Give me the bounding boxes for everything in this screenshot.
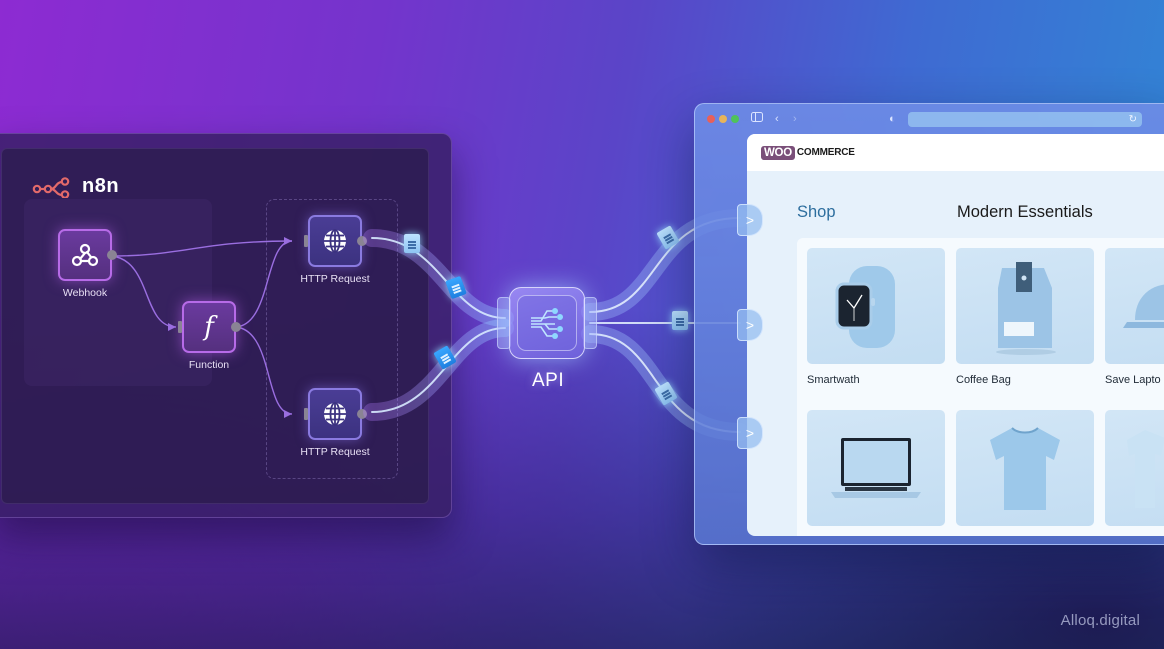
coffee-bag-image: [956, 248, 1094, 364]
webhook-node[interactable]: [58, 229, 117, 281]
product-grid: Smartwath Coffee Bag: [797, 238, 1164, 536]
globe-icon: [324, 402, 346, 426]
flow-endpoint-arrow-3[interactable]: >: [737, 417, 763, 449]
forward-button[interactable]: ›: [793, 113, 797, 125]
function-icon: f: [204, 312, 214, 342]
store-header: WOO COMMERCE: [747, 134, 1164, 171]
document-icon: [656, 225, 680, 250]
t-shirt-image-2: [1105, 410, 1164, 526]
api-label: API: [532, 370, 565, 391]
function-output-port[interactable]: [231, 322, 241, 332]
product-name: Smartwath: [807, 374, 860, 386]
http-request-label-2: HTTP Request: [300, 446, 370, 458]
document-icon: [672, 311, 688, 330]
node-connections: [111, 237, 293, 418]
watermark: Alloq.digital: [1060, 612, 1140, 629]
api-hub-right-connector: [583, 297, 597, 349]
product-card-cap[interactable]: Save Lapto: [1105, 248, 1164, 386]
api-core: [509, 287, 585, 359]
function-label: Function: [188, 359, 230, 371]
function-node[interactable]: f: [178, 301, 241, 353]
browser-window: ‹ › ◐ ↻ WOO COMMERCE Shop Modern Essenti…: [694, 103, 1164, 545]
document-icon: [654, 381, 678, 406]
api-hub: [497, 287, 597, 359]
document-icon: [404, 234, 420, 253]
http2-output-port[interactable]: [357, 409, 367, 419]
http-request-node-1[interactable]: [304, 215, 367, 267]
product-card-laptop[interactable]: [807, 410, 945, 526]
product-card-smartwatch[interactable]: Smartwath: [807, 248, 945, 386]
section-title: Modern Essentials: [957, 203, 1093, 221]
reload-icon[interactable]: ↻: [1128, 114, 1137, 125]
flow-endpoint-arrow-2[interactable]: >: [737, 309, 763, 341]
product-card-coffee-bag[interactable]: Coffee Bag: [956, 248, 1094, 386]
n8n-logo-text: n8n: [82, 175, 120, 197]
woocommerce-page: WOO COMMERCE Shop Modern Essentials Sm: [747, 134, 1164, 536]
node-group-trigger: [24, 199, 212, 386]
smartwatch-image: [807, 248, 945, 364]
globe-icon: [324, 229, 346, 253]
flow-endpoint-arrow-1[interactable]: >: [737, 204, 763, 236]
api-circuit-icon: [531, 308, 563, 339]
http-request-node-2[interactable]: [304, 388, 367, 440]
close-window-button[interactable]: [707, 115, 715, 123]
woo-logo-badge: WOO: [761, 145, 795, 160]
back-button[interactable]: ‹: [775, 113, 779, 125]
n8n-workflow-panel: n8n: [0, 133, 452, 518]
product-card-t-shirt-2[interactable]: [1105, 410, 1164, 526]
cap-image: [1105, 248, 1164, 364]
webhook-output-port[interactable]: [107, 250, 117, 260]
http1-input-port[interactable]: [304, 235, 308, 247]
function-input-port[interactable]: [178, 321, 182, 333]
http1-output-port[interactable]: [357, 236, 367, 246]
http2-input-port[interactable]: [304, 408, 308, 420]
privacy-shield-icon: ◐: [889, 113, 896, 125]
maximize-window-button[interactable]: [731, 115, 739, 123]
http-request-label-1: HTTP Request: [300, 273, 370, 285]
url-bar[interactable]: ↻: [908, 112, 1142, 127]
product-name: Coffee Bag: [956, 374, 1011, 386]
sidebar-toggle-icon[interactable]: [751, 112, 763, 126]
laptop-image: [807, 410, 945, 526]
shop-nav-link[interactable]: Shop: [797, 203, 836, 221]
minimize-window-button[interactable]: [719, 115, 727, 123]
webhook-label: Webhook: [62, 287, 108, 299]
product-card-t-shirt[interactable]: [956, 410, 1094, 526]
n8n-logo-icon: [32, 176, 70, 198]
woocommerce-logo[interactable]: WOO COMMERCE: [761, 145, 855, 160]
webhook-icon: [71, 243, 99, 267]
woo-logo-text: COMMERCE: [796, 147, 855, 158]
n8n-logo: n8n: [32, 175, 119, 198]
browser-titlebar: ‹ › ◐ ↻: [695, 104, 1164, 134]
t-shirt-image: [956, 410, 1094, 526]
product-name: Save Lapto: [1105, 374, 1161, 386]
n8n-canvas: n8n: [1, 148, 429, 504]
